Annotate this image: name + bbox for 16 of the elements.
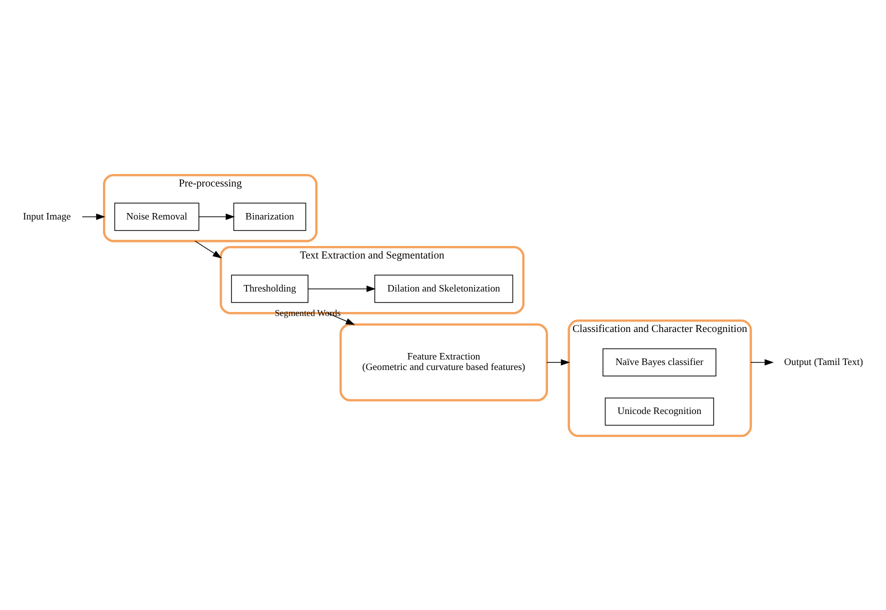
arrow [194, 240, 222, 258]
arrow [750, 358, 774, 366]
arrow [82, 213, 106, 220]
node-text: Output (Tamil Text) [784, 356, 864, 368]
node-box: Feature Extraction (Geometric and curvature based features) [340, 322, 548, 401]
arrow [327, 312, 355, 324]
node-box: Unicode Recognition [604, 397, 714, 426]
node-text: Input Image [22, 210, 71, 222]
node-box: Thresholding [231, 274, 308, 302]
node-box: Dilation and Skeletonization [374, 274, 514, 302]
arrow [198, 213, 235, 220]
arrow [308, 285, 376, 292]
node-box: Naïve Bayes classifier [602, 348, 716, 376]
arrow [546, 358, 570, 366]
node-box: Noise Removal [114, 202, 200, 230]
node-box: Binarization [233, 202, 306, 230]
